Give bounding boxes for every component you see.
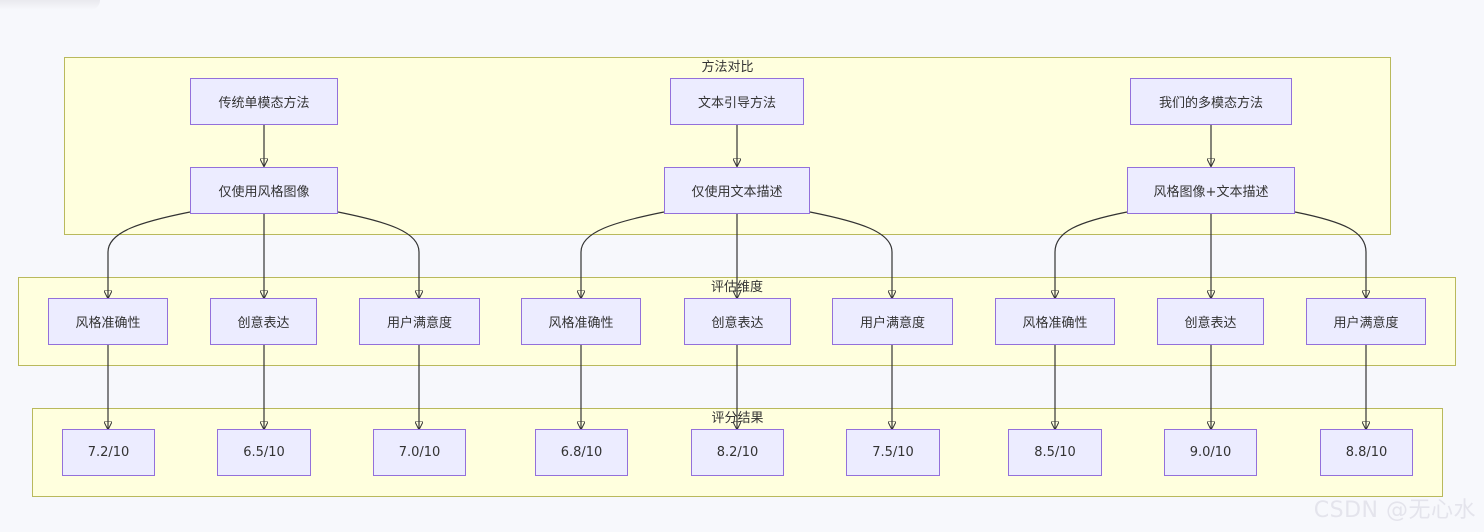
method-node-multimodal: 我们的多模态方法: [1130, 78, 1292, 125]
dimension-node-5: 创意表达: [684, 298, 791, 345]
score-node-6: 7.5/10: [846, 429, 940, 476]
input-node-image-only: 仅使用风格图像: [190, 167, 338, 214]
cluster-results-title: 评分结果: [711, 411, 764, 426]
dimension-node-6: 用户满意度: [832, 298, 953, 345]
score-node-4: 6.8/10: [535, 429, 628, 476]
csdn-watermark: CSDN @无心水: [1313, 498, 1476, 523]
score-node-5: 8.2/10: [691, 429, 784, 476]
score-node-7: 8.5/10: [1008, 429, 1102, 476]
corner-shadow: [0, 0, 100, 10]
method-node-traditional: 传统单模态方法: [190, 78, 338, 125]
dimension-node-3: 用户满意度: [359, 298, 480, 345]
score-node-8: 9.0/10: [1164, 429, 1257, 476]
dimension-node-1: 风格准确性: [48, 298, 168, 345]
dimension-node-2: 创意表达: [210, 298, 317, 345]
cluster-dimensions-title: 评估维度: [710, 280, 763, 295]
score-node-2: 6.5/10: [217, 429, 311, 476]
dimension-node-8: 创意表达: [1157, 298, 1264, 345]
method-node-text-guided: 文本引导方法: [670, 78, 804, 125]
dimension-node-4: 风格准确性: [521, 298, 641, 345]
score-node-1: 7.2/10: [62, 429, 155, 476]
cluster-methods-title: 方法对比: [701, 60, 754, 75]
input-node-text-only: 仅使用文本描述: [664, 167, 810, 214]
score-node-3: 7.0/10: [373, 429, 466, 476]
dimension-node-7: 风格准确性: [995, 298, 1115, 345]
score-node-9: 8.8/10: [1320, 429, 1413, 476]
input-node-image-text: 风格图像+文本描述: [1127, 167, 1295, 214]
dimension-node-9: 用户满意度: [1306, 298, 1426, 345]
